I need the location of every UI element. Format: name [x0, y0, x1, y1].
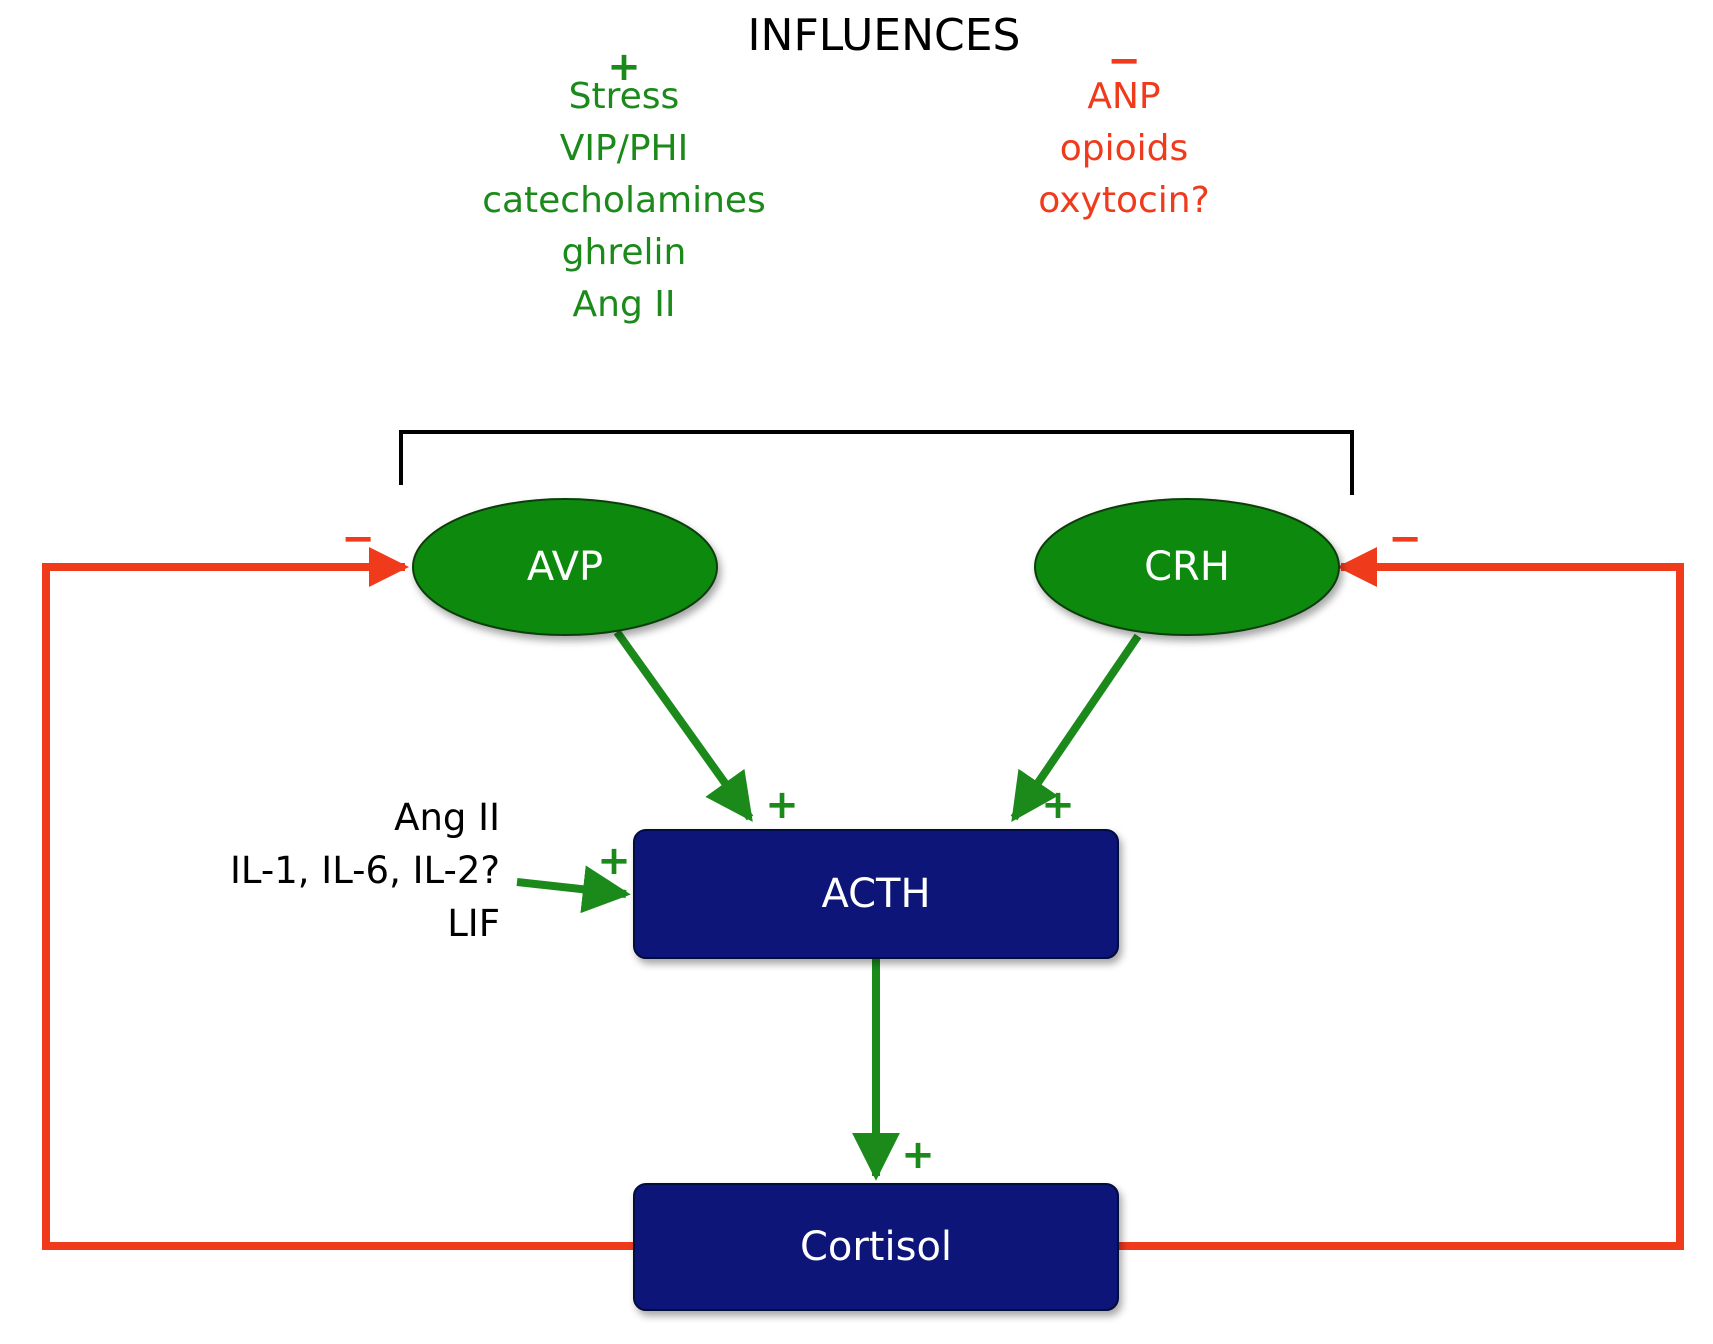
avp-label: AVP [527, 544, 603, 590]
cortisol-node: Cortisol [633, 1183, 1119, 1311]
avp-ellipse [412, 498, 718, 636]
inputs-arrow-plus: + [597, 838, 631, 884]
acth-input-item: LIF [447, 902, 500, 945]
positive-influence-item: Stress [569, 76, 680, 117]
acth-node: ACTH [633, 829, 1119, 959]
negative-influence-item: ANP [1087, 76, 1160, 117]
positive-influences-sign: + [607, 44, 641, 90]
influence-bracket [399, 430, 1354, 495]
crh-arrow-plus: + [1041, 782, 1075, 828]
feedback-line-left [42, 547, 634, 1250]
acth-box [633, 829, 1119, 959]
feedback-line-right [1118, 547, 1684, 1250]
negative-influences-list: ANP opioids oxytocin? [1038, 76, 1209, 221]
inputs-to-acth-arrow [516, 865, 631, 914]
avp-arrow-plus: + [765, 782, 799, 828]
acth-input-item: IL-1, IL-6, IL-2? [230, 849, 500, 892]
acth-label: ACTH [821, 871, 930, 917]
avp-to-acth-arrow [613, 629, 754, 822]
crh-node: CRH [1034, 498, 1340, 636]
negative-influence-item: oxytocin? [1038, 180, 1209, 221]
crh-ellipse [1034, 498, 1340, 636]
positive-influence-item: Ang II [573, 284, 676, 325]
acth-inputs-list: Ang II IL-1, IL-6, IL-2? LIF [230, 796, 500, 945]
positive-influence-item: VIP/PHI [560, 128, 688, 169]
positive-influences-list: Stress VIP/PHI catecholamines ghrelin An… [482, 76, 766, 325]
crh-to-acth-arrow [1010, 633, 1142, 822]
cortisol-box [633, 1183, 1119, 1311]
cortisol-label: Cortisol [800, 1224, 952, 1270]
feedback-minus-right: − [1388, 516, 1422, 562]
diagram-title: INFLUENCES [748, 10, 1021, 61]
feedback-minus-left: − [341, 516, 375, 562]
negative-influences-sign: − [1107, 38, 1141, 84]
positive-influence-item: catecholamines [482, 180, 766, 221]
acth-cortisol-plus: + [901, 1132, 935, 1178]
avp-node: AVP [412, 498, 718, 636]
acth-input-item: Ang II [394, 796, 500, 839]
crh-label: CRH [1144, 544, 1230, 590]
negative-influence-item: opioids [1060, 128, 1189, 169]
positive-influence-item: ghrelin [562, 232, 687, 273]
